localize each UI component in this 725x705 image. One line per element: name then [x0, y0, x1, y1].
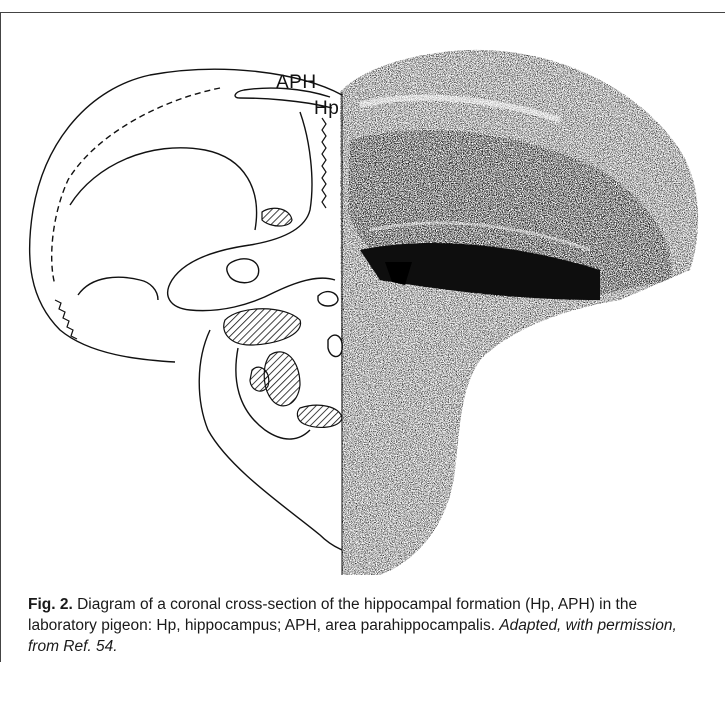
- oval-nucleus: [328, 335, 342, 357]
- zigzag-lateral: [55, 300, 77, 339]
- brain-section-svg: [0, 0, 725, 590]
- small-loop: [318, 292, 338, 306]
- stained-section-photo: [330, 40, 720, 585]
- nucleus-ventral: [264, 352, 300, 406]
- figure-number: Fig. 2.: [28, 596, 73, 613]
- brain-figure: APH Hp: [0, 0, 725, 590]
- nucleus-dorsal: [262, 208, 292, 226]
- figure-caption: Fig. 2. Diagram of a coronal cross-secti…: [28, 594, 708, 657]
- zigzag-hp: [322, 118, 326, 208]
- nucleus-small: [250, 367, 269, 391]
- hp-label: Hp: [314, 98, 339, 120]
- ventral-contour: [78, 277, 158, 300]
- hatched-nuclei: [224, 208, 342, 427]
- line-drawing: [30, 69, 343, 550]
- nucleus-basal: [297, 405, 342, 427]
- blob-small: [227, 259, 259, 283]
- aph-label: APH: [276, 72, 317, 94]
- nucleus-thalamic: [224, 309, 301, 345]
- pallial-boundary: [70, 148, 257, 230]
